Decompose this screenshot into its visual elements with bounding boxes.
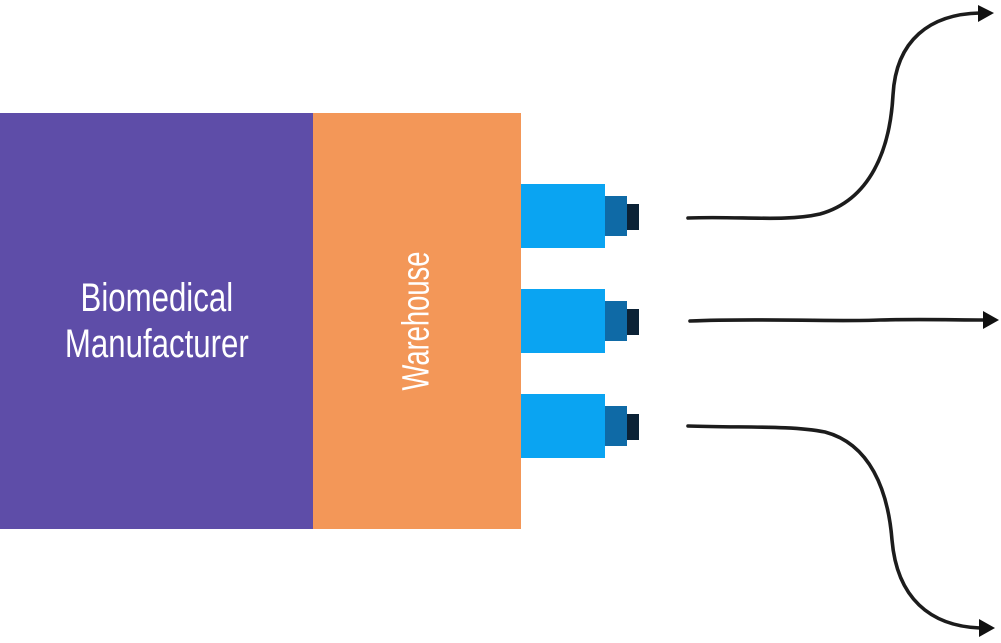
warehouse-box: Warehouse	[313, 113, 521, 529]
arrow-down-line	[686, 424, 982, 630]
connector-tip	[627, 414, 639, 440]
connector-neck	[605, 406, 627, 446]
connector-body	[521, 289, 605, 353]
arrow-straight-line	[688, 317, 986, 323]
warehouse-label: Warehouse	[395, 251, 438, 391]
output-connector-middle	[521, 289, 641, 353]
connector-tip	[627, 309, 639, 335]
arrow-up	[686, 5, 994, 221]
arrow-down-head	[979, 619, 995, 637]
arrow-straight-head	[983, 311, 999, 329]
arrow-straight	[688, 311, 999, 329]
arrow-up-head	[978, 5, 994, 22]
connector-body	[521, 184, 605, 248]
connector-tip	[627, 204, 639, 230]
output-connector-bottom	[521, 394, 641, 458]
biomedical-manufacturer-box: Biomedical Manufacturer	[0, 113, 313, 529]
output-connector-top	[521, 184, 641, 248]
connector-neck	[605, 196, 627, 236]
arrow-down	[686, 424, 995, 637]
connector-body	[521, 394, 605, 458]
biomedical-manufacturer-label: Biomedical Manufacturer	[64, 276, 249, 366]
connector-neck	[605, 301, 627, 341]
arrow-up-line	[686, 11, 982, 221]
